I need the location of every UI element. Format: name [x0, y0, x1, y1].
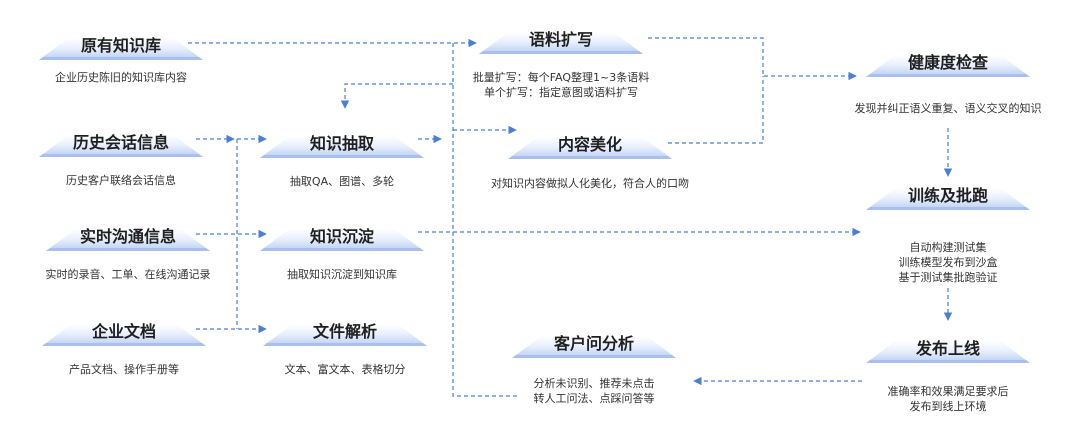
connector-feeder-vertical	[452, 43, 518, 397]
node-pedestal	[39, 38, 203, 60]
node-desc-line: 对知识内容做拟人化美化，符合人的口吻	[491, 177, 689, 190]
node-desc-line: 发布到线上环境	[909, 400, 987, 413]
node-title: 历史会话信息	[72, 133, 169, 152]
node-title: 知识抽取	[309, 134, 374, 153]
node-desc: 历史客户联络会话信息	[1, 173, 241, 188]
node-desc-line: 文本、富文本、表格切分	[284, 363, 406, 376]
node-desc-line: 实时的录音、工单、在线沟通记录	[45, 268, 211, 281]
node-desc: 批量扩写：每个FAQ整理1~3条语料 单个扩写：指定意图或语料扩写	[441, 70, 681, 100]
node-pedestal	[508, 137, 672, 159]
node-pedestal	[42, 324, 206, 346]
node-desc-line: 训练模型发布到沙盒	[898, 256, 998, 269]
node-desc: 实时的录音、工单、在线沟通记录	[8, 267, 248, 282]
node-pedestal	[263, 324, 427, 346]
node-title: 训练及批跑	[907, 186, 988, 205]
node-desc-line: 自动构建测试集	[909, 241, 987, 254]
node-desc: 企业历史陈旧的知识库内容	[1, 70, 241, 85]
node-title: 知识沉淀	[309, 227, 374, 246]
node-pedestal	[39, 135, 203, 157]
node-title: 文件解析	[312, 322, 377, 341]
node-desc: 自动构建测试集 训练模型发布到沙盒 基于测试集批跑验证	[828, 240, 1068, 285]
node-pedestal	[866, 188, 1030, 210]
node-pedestal	[260, 136, 424, 158]
node-desc: 发现并纠正语义重复、语义交叉的知识	[818, 101, 1078, 116]
node-pedestal	[260, 229, 424, 251]
node-desc: 文本、富文本、表格切分	[225, 362, 465, 377]
node-title: 发布上线	[915, 339, 980, 358]
node-desc-line: 批量扩写：每个FAQ整理1~3条语料	[472, 71, 650, 84]
node-title: 语料扩写	[528, 30, 593, 49]
node-desc: 准确率和效果满足要求后 发布到线上环境	[828, 384, 1068, 414]
node-pedestal	[512, 336, 676, 358]
node-desc-line: 抽取QA、图谱、多轮	[289, 175, 395, 188]
node-title: 健康度检查	[907, 53, 988, 72]
node-desc-line: 企业历史陈旧的知识库内容	[55, 71, 187, 84]
node-desc: 抽取QA、图谱、多轮	[222, 174, 462, 189]
connector-expand-to-health	[648, 37, 857, 81]
node-desc-line: 单个扩写：指定意图或语料扩写	[484, 86, 638, 99]
node-desc-line: 准确率和效果满足要求后	[887, 385, 1009, 398]
node-desc: 对知识内容做拟人化美化，符合人的口吻	[460, 176, 720, 191]
connector-polish-to-health	[668, 76, 764, 144]
node-desc-line: 历史客户联络会话信息	[66, 174, 176, 187]
node-pedestal	[479, 32, 643, 54]
node-pedestal	[866, 55, 1030, 77]
node-desc-line: 发现并纠正语义重复、语义交叉的知识	[854, 102, 1042, 115]
node-desc: 抽取知识沉淀到知识库	[222, 267, 462, 282]
node-title: 企业文档	[91, 322, 156, 341]
node-title: 客户问分析	[553, 334, 634, 353]
connector-back-to-extract	[340, 83, 453, 109]
node-desc-line: 产品文档、操作手册等	[69, 363, 179, 376]
node-desc-line: 抽取知识沉淀到知识库	[287, 268, 397, 281]
node-pedestal	[866, 341, 1030, 363]
node-desc-line: 转人工问法、点踩问答等	[533, 392, 655, 405]
node-desc-line: 分析未识别、推荐未点击	[533, 377, 655, 390]
node-title: 内容美化	[557, 135, 622, 154]
node-desc: 分析未识别、推荐未点击 转人工问法、点踩问答等	[474, 376, 714, 406]
node-desc-line: 基于测试集批跑验证	[898, 271, 998, 284]
node-title: 原有知识库	[80, 36, 161, 55]
node-desc: 产品文档、操作手册等	[4, 362, 244, 377]
node-pedestal	[46, 229, 210, 251]
node-title: 实时沟通信息	[79, 227, 176, 246]
